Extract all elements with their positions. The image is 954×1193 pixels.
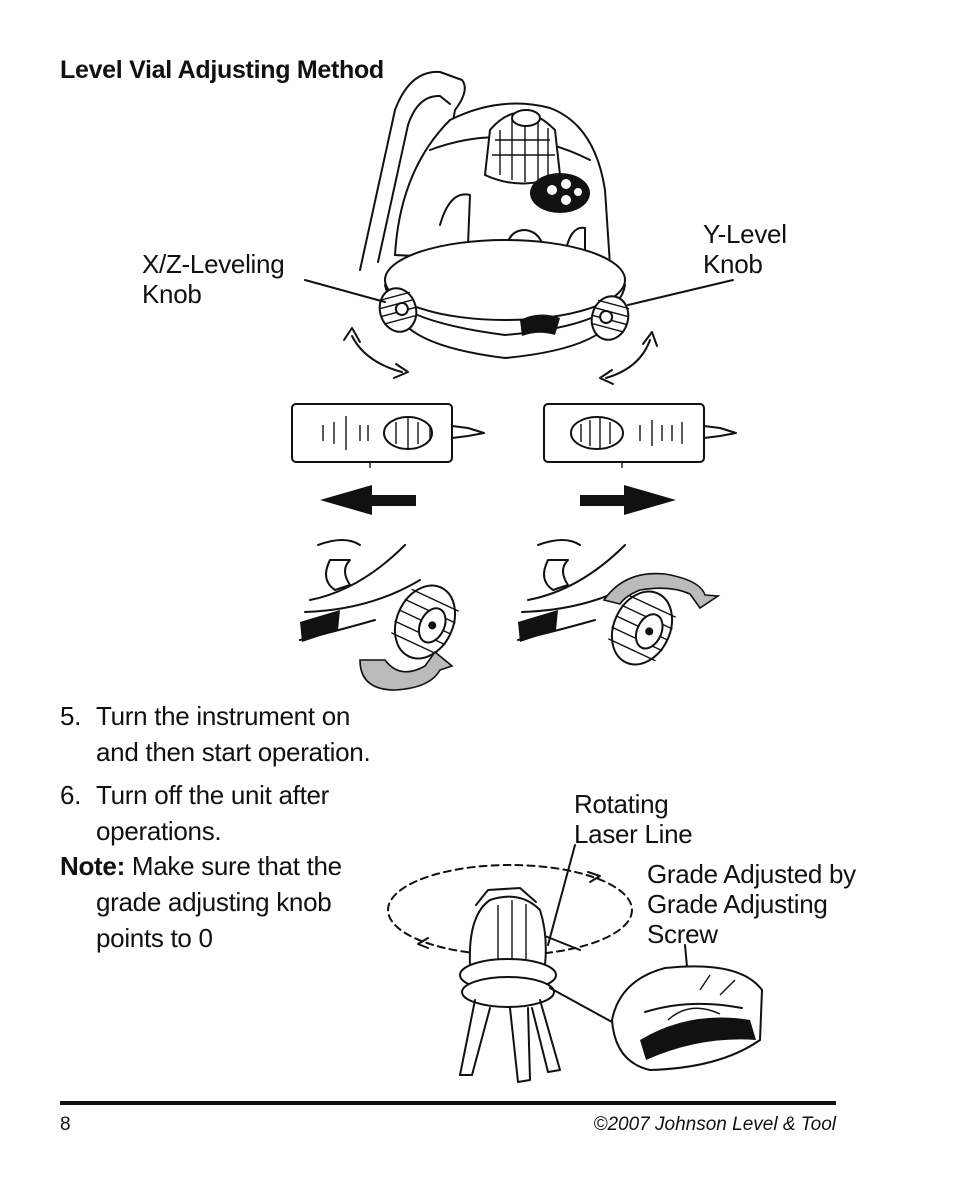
note-label: Note: bbox=[60, 851, 125, 881]
step-5-number: 5. bbox=[60, 701, 82, 731]
grade-label-line1: Grade Adjusted by bbox=[647, 859, 856, 889]
note-line2: grade adjusting knob bbox=[96, 887, 332, 917]
xz-knob-label-line2: Knob bbox=[142, 279, 202, 309]
page-number: 8 bbox=[60, 1114, 71, 1135]
step-5-line2: and then start operation. bbox=[96, 737, 371, 767]
xz-knob-label: X/Z-Leveling Knob bbox=[142, 249, 285, 309]
xz-knob-label-line1: X/Z-Leveling bbox=[142, 249, 285, 279]
step-6: 6. Turn off the unit after operations. bbox=[60, 777, 400, 849]
rotating-label-line2: Laser Line bbox=[574, 819, 693, 849]
rotating-laser-line-label: Rotating Laser Line bbox=[574, 789, 693, 849]
step-6-line2: operations. bbox=[96, 816, 222, 846]
step-5: 5. Turn the instrument on and then start… bbox=[60, 698, 400, 770]
step-5-line1: Turn the instrument on bbox=[96, 701, 351, 731]
note-line1: Make sure that the bbox=[131, 851, 342, 881]
note: Note: Make sure that the grade adjusting… bbox=[60, 848, 400, 956]
grade-label-line2: Grade Adjusting bbox=[647, 889, 828, 919]
step-6-number: 6. bbox=[60, 780, 82, 810]
copyright: ©2007 Johnson Level & Tool bbox=[593, 1114, 836, 1135]
step-6-line1: Turn off the unit after bbox=[96, 780, 330, 810]
note-line3: points to 0 bbox=[96, 923, 213, 953]
y-knob-label: Y-Level Knob bbox=[703, 219, 787, 279]
grade-label-line3: Screw bbox=[647, 919, 718, 949]
y-knob-label-line2: Knob bbox=[703, 249, 763, 279]
rotating-label-line1: Rotating bbox=[574, 789, 669, 819]
grade-adjusted-label: Grade Adjusted by Grade Adjusting Screw bbox=[647, 859, 856, 949]
y-knob-label-line1: Y-Level bbox=[703, 219, 787, 249]
section-title: Level Vial Adjusting Method bbox=[60, 56, 384, 84]
footer-divider bbox=[60, 1101, 836, 1105]
